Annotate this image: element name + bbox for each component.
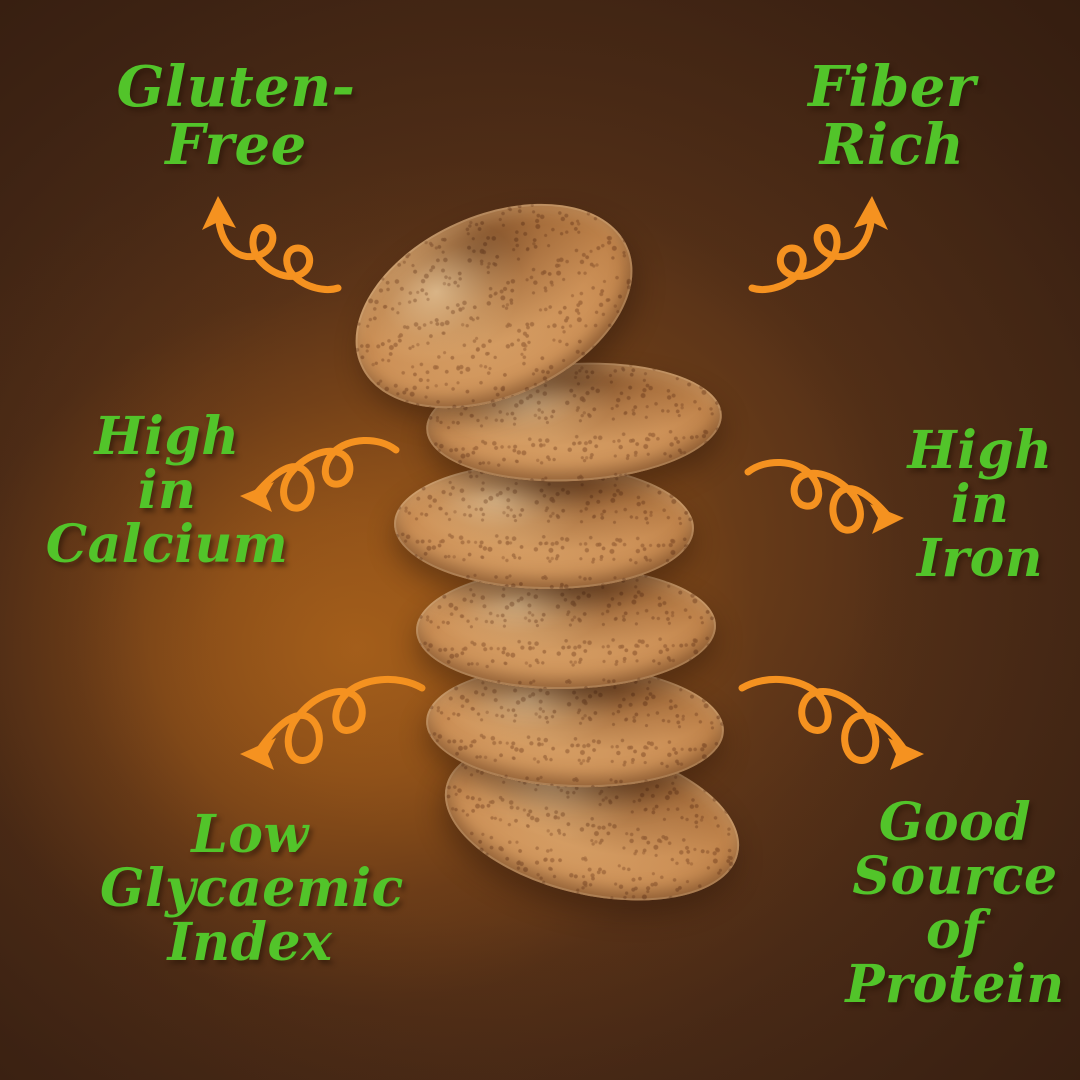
benefit-label-high-calcium: High in Calcium xyxy=(45,406,289,576)
benefit-label-low-glycaemic-index: Low Glycaemic Index xyxy=(100,804,404,974)
benefit-label-high-iron: High in Iron xyxy=(907,420,1053,590)
benefit-label-good-source-of-protein: Good Source of Protein xyxy=(845,792,1065,1016)
cookie-stack xyxy=(323,163,760,927)
benefit-label-fiber-rich: Fiber Rich xyxy=(808,54,976,179)
benefit-label-gluten-free: Gluten- Free xyxy=(116,54,356,179)
